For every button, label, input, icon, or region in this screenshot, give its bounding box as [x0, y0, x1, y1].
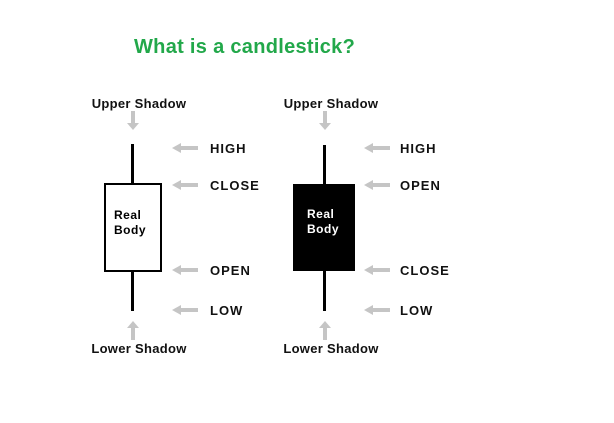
arrow-stem — [180, 183, 198, 187]
down-arrow-icon — [319, 111, 331, 130]
real-body-label-line1: Real — [114, 208, 142, 222]
lower-wick — [131, 271, 134, 311]
real-body-black: Real Body — [293, 184, 355, 271]
real-body-label-line2: Body — [307, 222, 339, 236]
open-label: OPEN — [400, 178, 441, 193]
upper-shadow-label: Upper Shadow — [91, 96, 187, 111]
arrow-stem — [323, 111, 327, 124]
real-body-label-line2: Body — [114, 223, 146, 237]
left-arrow-icon — [172, 265, 198, 275]
lower-wick — [323, 270, 326, 311]
down-arrow-icon — [127, 111, 139, 130]
arrow-head — [172, 265, 181, 275]
lower-shadow-label: Lower Shadow — [91, 341, 187, 356]
arrow-stem — [180, 146, 198, 150]
arrow-head — [172, 305, 181, 315]
arrow-stem — [323, 327, 327, 340]
arrow-head — [364, 180, 373, 190]
arrow-stem — [372, 146, 390, 150]
upper-wick — [323, 145, 326, 185]
arrow-head — [127, 123, 139, 130]
arrow-head — [364, 143, 373, 153]
upper-shadow-label: Upper Shadow — [283, 96, 379, 111]
left-arrow-icon — [172, 143, 198, 153]
low-label: LOW — [210, 303, 244, 318]
up-arrow-icon — [127, 321, 139, 340]
left-arrow-icon — [364, 143, 390, 153]
arrow-head — [364, 305, 373, 315]
up-arrow-icon — [319, 321, 331, 340]
arrow-stem — [372, 183, 390, 187]
page-title: What is a candlestick? — [134, 36, 356, 58]
arrow-head — [127, 321, 139, 328]
arrow-stem — [180, 268, 198, 272]
left-arrow-icon — [364, 305, 390, 315]
arrow-head — [172, 143, 181, 153]
arrow-stem — [180, 308, 198, 312]
open-label: OPEN — [210, 263, 251, 278]
left-arrow-icon — [364, 180, 390, 190]
close-label: CLOSE — [210, 178, 260, 193]
arrow-head — [319, 321, 331, 328]
arrow-head — [319, 123, 331, 130]
left-arrow-icon — [172, 305, 198, 315]
left-arrow-icon — [172, 180, 198, 190]
high-label: HIGH — [210, 141, 247, 156]
arrow-stem — [131, 327, 135, 340]
arrow-head — [364, 265, 373, 275]
lower-shadow-label: Lower Shadow — [283, 341, 379, 356]
low-label: LOW — [400, 303, 434, 318]
high-label: HIGH — [400, 141, 437, 156]
real-body-label-line1: Real — [307, 207, 335, 221]
arrow-stem — [372, 308, 390, 312]
upper-wick — [131, 144, 134, 184]
arrow-stem — [372, 268, 390, 272]
arrow-stem — [131, 111, 135, 124]
arrow-head — [172, 180, 181, 190]
close-label: CLOSE — [400, 263, 450, 278]
real-body-white: Real Body — [104, 183, 162, 272]
left-arrow-icon — [364, 265, 390, 275]
